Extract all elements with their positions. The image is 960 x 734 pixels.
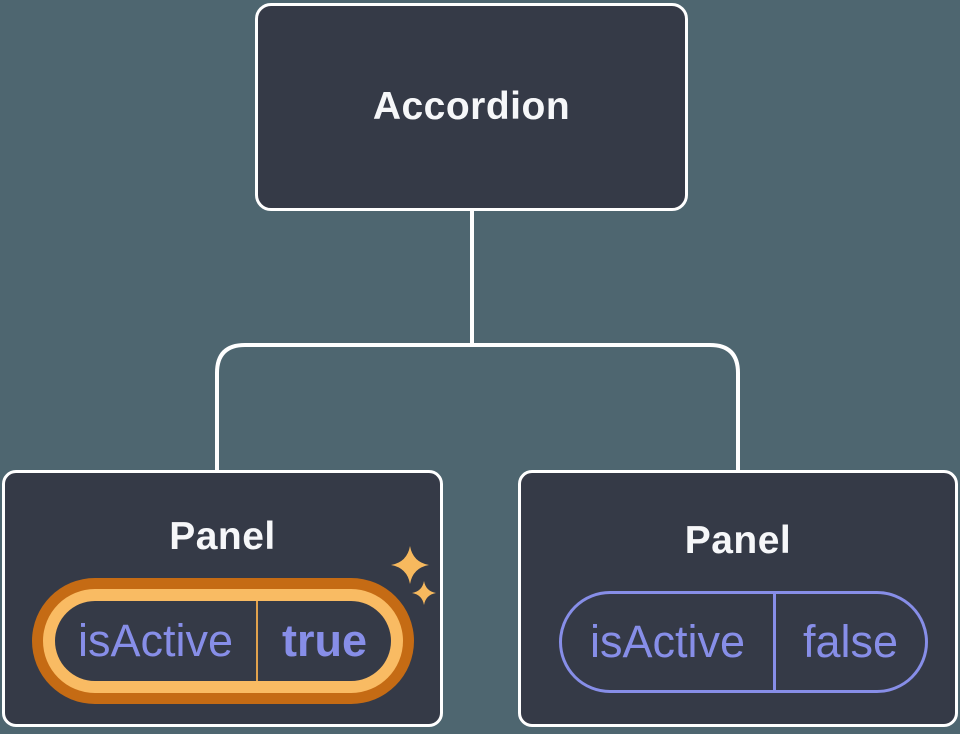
- sparkle-large-icon: [391, 546, 429, 584]
- sparkle-small-icon: [412, 581, 436, 605]
- root-node-label: Accordion: [372, 85, 571, 128]
- root-component-node: Accordion: [255, 3, 688, 211]
- state-key-label: isActive: [589, 616, 746, 667]
- state-value: true: [258, 601, 391, 681]
- panel-node-active: Panel isActive true: [2, 470, 443, 727]
- panel-node-inactive: Panel isActive false: [518, 470, 958, 727]
- state-pill-inactive: isActive false: [559, 591, 928, 693]
- state-value-label: true: [281, 615, 367, 666]
- state-key: isActive: [562, 594, 776, 690]
- connector-branch: [215, 343, 740, 471]
- state-key-label: isActive: [77, 615, 234, 666]
- state-value: false: [776, 594, 925, 690]
- panel-node-label: Panel: [169, 515, 276, 558]
- sparkle-icon: [391, 546, 436, 605]
- panel-node-label: Panel: [684, 519, 792, 562]
- state-key: isActive: [55, 601, 258, 681]
- state-value-label: false: [802, 616, 899, 667]
- state-pill-active: isActive true: [55, 601, 391, 681]
